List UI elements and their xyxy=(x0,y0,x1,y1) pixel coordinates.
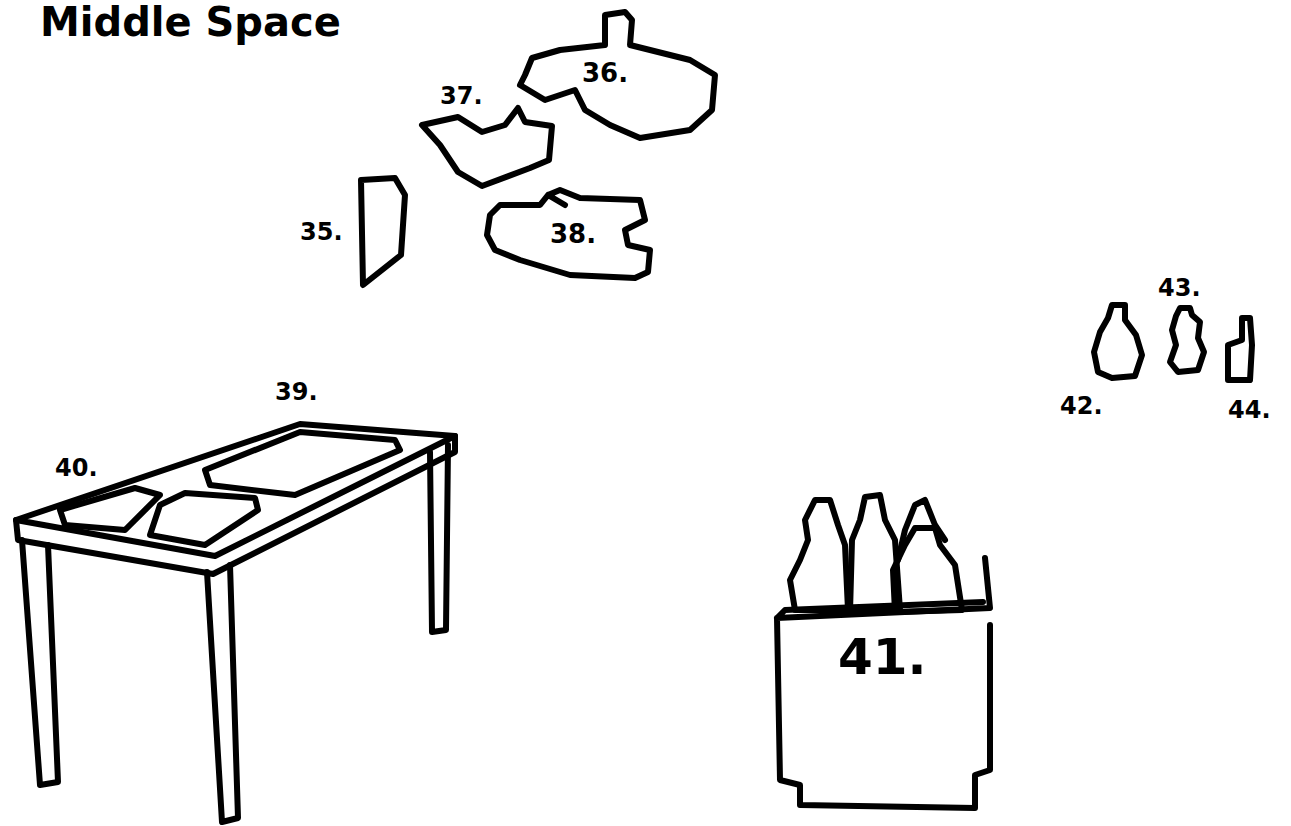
callout-number: 43. xyxy=(1158,276,1201,300)
table-item xyxy=(205,432,400,495)
callout-number: 37. xyxy=(440,84,483,108)
callout-number: 38. xyxy=(550,221,596,247)
page-title: Middle Space xyxy=(40,2,341,42)
outline-path xyxy=(520,12,715,138)
callout-number: 40. xyxy=(55,456,98,480)
table-item xyxy=(150,493,258,545)
outlined-shape: 41. xyxy=(765,550,1000,815)
shape-outline xyxy=(765,550,1000,815)
table-top xyxy=(16,424,455,556)
table-leg xyxy=(22,540,58,785)
bottle xyxy=(893,528,962,612)
table-item xyxy=(60,488,160,530)
outlined-shape: 38. xyxy=(480,183,657,287)
outline-path xyxy=(487,190,650,278)
callout-number: 35. xyxy=(300,220,343,244)
callout-number: 36. xyxy=(582,60,628,86)
wall-piece xyxy=(361,178,405,285)
wall-piece xyxy=(422,108,552,186)
table-leg xyxy=(430,445,448,632)
callout-number: 39. xyxy=(275,380,318,404)
outlined-shape: 36. xyxy=(510,8,725,148)
table-leg xyxy=(207,565,238,822)
callout-number: 42. xyxy=(1060,394,1103,418)
bottle xyxy=(790,500,848,610)
bottle xyxy=(1228,318,1252,380)
bottle xyxy=(1094,305,1142,378)
bottle xyxy=(1170,308,1204,372)
callout-number: 44. xyxy=(1228,398,1271,422)
callout-number: 41. xyxy=(838,632,927,682)
outline-path xyxy=(777,558,990,808)
